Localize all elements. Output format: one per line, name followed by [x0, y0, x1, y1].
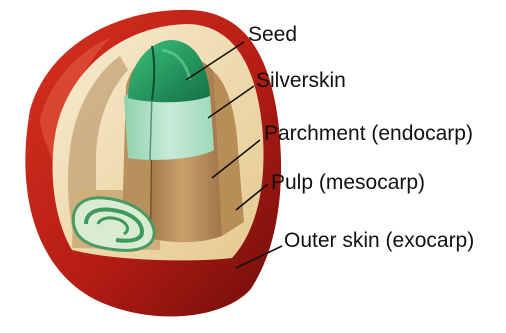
- label-outer-skin: Outer skin (exocarp): [284, 229, 474, 252]
- label-parchment: Parchment (endocarp): [264, 122, 473, 145]
- label-seed: Seed: [248, 23, 297, 46]
- label-pulp: Pulp (mesocarp): [271, 171, 425, 194]
- label-silverskin: Silverskin: [256, 69, 346, 92]
